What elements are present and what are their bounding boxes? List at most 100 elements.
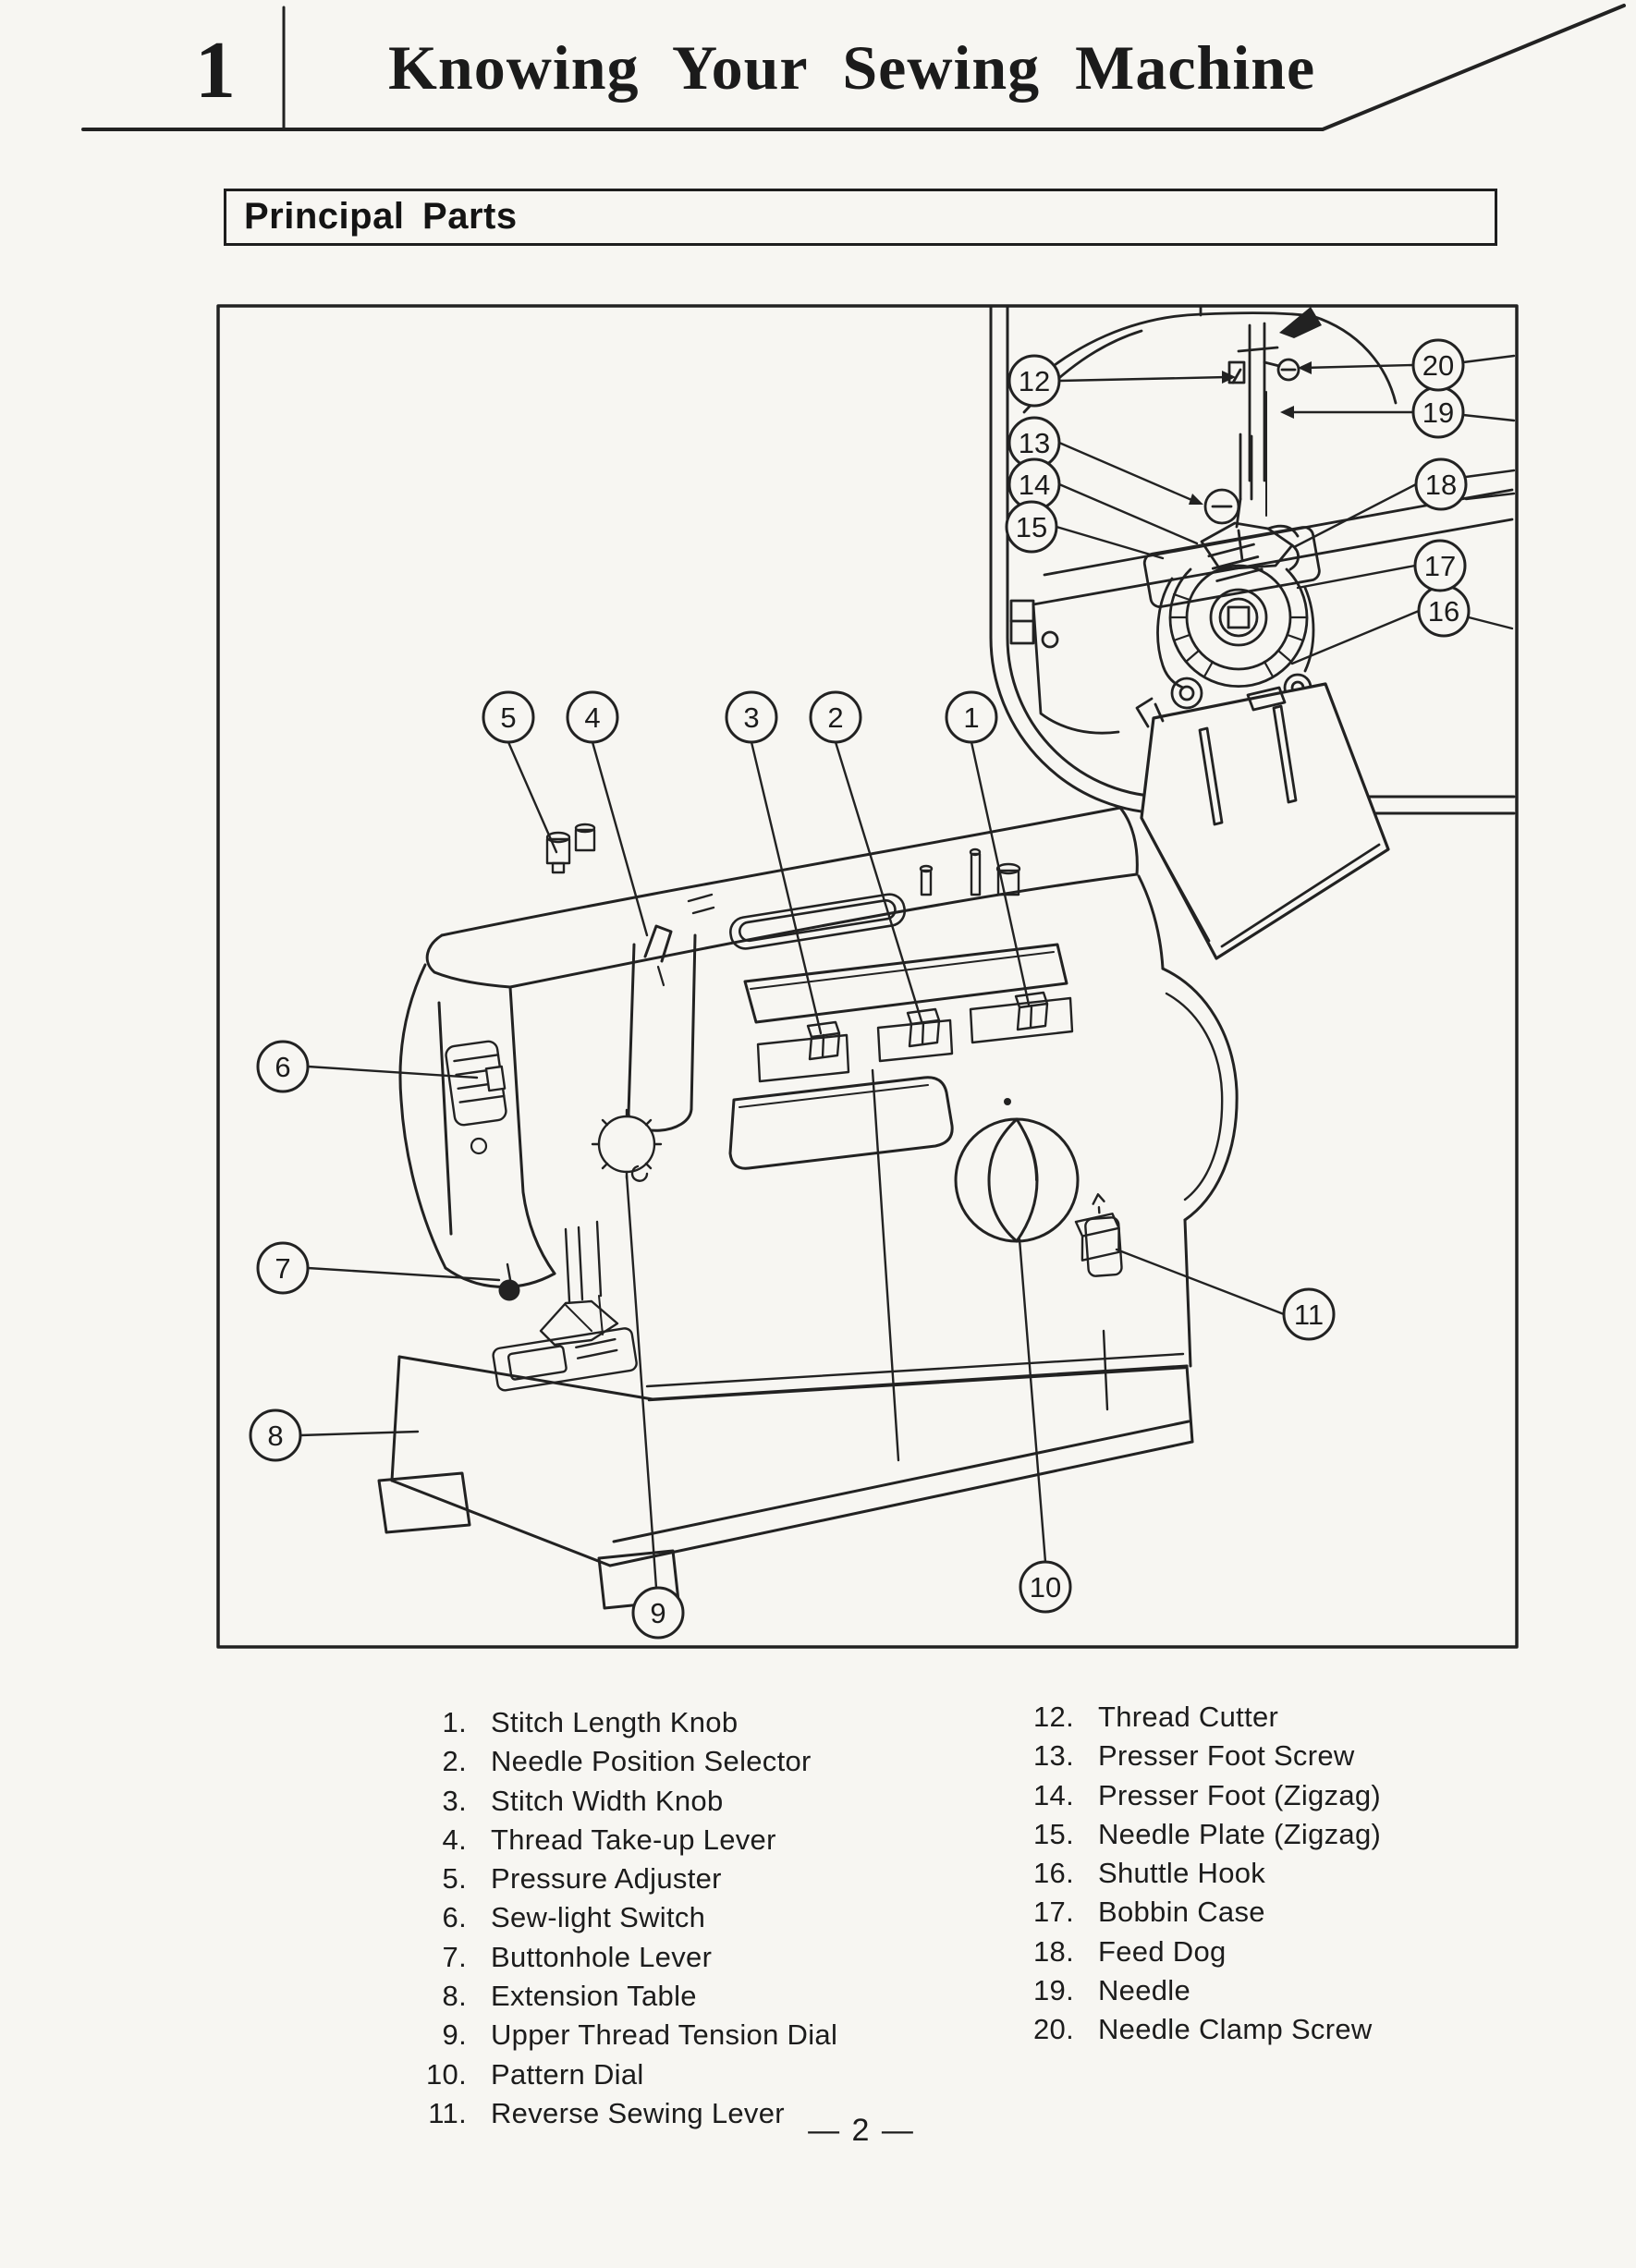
part-number: 4. bbox=[442, 1823, 467, 1856]
part-number: 14. bbox=[1033, 1778, 1074, 1811]
callout-number: 9 bbox=[650, 1597, 665, 1629]
callout-16: 16 bbox=[1417, 584, 1471, 638]
callout-11: 11 bbox=[1282, 1287, 1336, 1341]
callout-8: 8 bbox=[249, 1408, 302, 1462]
spool-pins-part bbox=[919, 847, 1021, 896]
part-number: 12. bbox=[1033, 1701, 1074, 1733]
callout-number: 8 bbox=[267, 1420, 283, 1452]
needle-plate-part bbox=[1142, 526, 1321, 608]
callout-number: 1 bbox=[963, 701, 979, 734]
tension-dial-part bbox=[591, 1108, 663, 1182]
callout-12: 12 bbox=[1007, 354, 1061, 408]
part-number: 1. bbox=[442, 1706, 467, 1738]
callout-17: 17 bbox=[1413, 539, 1467, 592]
part-label: Reverse Sewing Lever bbox=[491, 2096, 785, 2129]
thread-takeup-mark bbox=[1279, 307, 1322, 338]
part-number: 9. bbox=[442, 2018, 467, 2052]
buttonhole-lever-part bbox=[498, 1279, 520, 1301]
page-title: Knowing Your Sewing Machine bbox=[388, 32, 1316, 103]
callout-15: 15 bbox=[1005, 500, 1058, 554]
part-number: 15. bbox=[1033, 1817, 1074, 1850]
part-number: 2. bbox=[442, 1745, 467, 1778]
feed-dog-part bbox=[1207, 543, 1264, 582]
part-number: 8. bbox=[442, 1980, 467, 2013]
stitch-length-knob-part bbox=[969, 991, 1074, 1044]
part-row: 14. Presser Foot (Zigzag) bbox=[943, 1779, 1381, 1818]
leader-lines bbox=[299, 354, 1516, 1590]
part-row: 9.Upper Thread Tension Dial bbox=[314, 2018, 837, 2057]
callout-number: 5 bbox=[500, 701, 516, 734]
callout-number: 17 bbox=[1424, 550, 1456, 582]
part-label: Thread Cutter bbox=[1098, 1701, 1279, 1733]
part-row: 15. Needle Plate (Zigzag) bbox=[943, 1818, 1381, 1857]
callout-5: 5 bbox=[482, 690, 535, 744]
part-label: Pressure Adjuster bbox=[491, 1862, 722, 1896]
part-label: Extension Table bbox=[491, 1980, 697, 2013]
part-label: Presser Foot (Zigzag) bbox=[1098, 1778, 1382, 1811]
callout-7: 7 bbox=[256, 1241, 310, 1295]
part-label: Needle Clamp Screw bbox=[1098, 2013, 1373, 2046]
part-row: 10. Pattern Dial bbox=[314, 2058, 837, 2097]
part-row: 5. Pressure Adjuster bbox=[314, 1862, 837, 1901]
part-number: 6. bbox=[442, 1901, 467, 1934]
inset-needle-area-drawing bbox=[1009, 304, 1514, 960]
callouts: 1 2 3 4 5 6 7 8 9 10 11 12 13 14 15 16 1… bbox=[249, 338, 1471, 1640]
callout-20: 20 bbox=[1411, 338, 1465, 392]
part-label: Presser Foot Screw bbox=[1098, 1739, 1355, 1773]
parts-list-left: 1. Stitch Length Knob 2.Needle Position S… bbox=[314, 1706, 837, 2136]
callout-19: 19 bbox=[1411, 385, 1465, 439]
part-row: 17.Bobbin Case bbox=[943, 1896, 1381, 1934]
callout-2: 2 bbox=[809, 690, 862, 744]
pressure-adjuster-part bbox=[545, 823, 596, 874]
callout-number: 12 bbox=[1019, 365, 1050, 397]
callout-number: 4 bbox=[584, 701, 600, 734]
callout-1: 1 bbox=[945, 690, 998, 744]
callout-number: 2 bbox=[827, 701, 843, 734]
part-label: Stitch Length Knob bbox=[491, 1706, 739, 1738]
section-title: Principal Parts bbox=[244, 196, 518, 237]
callout-number: 7 bbox=[275, 1252, 290, 1285]
part-number: 18. bbox=[1033, 1934, 1074, 1968]
callout-number: 19 bbox=[1422, 396, 1454, 429]
callout-number: 18 bbox=[1425, 469, 1457, 501]
sew-light-switch-part bbox=[445, 1040, 507, 1127]
part-label: Needle Plate (Zigzag) bbox=[1098, 1817, 1382, 1850]
part-row: 20. Needle Clamp Screw bbox=[943, 2013, 1381, 2052]
extension-table-part bbox=[377, 1355, 1194, 1610]
part-number: 5. bbox=[442, 1862, 467, 1896]
part-row: 12. Thread Cutter bbox=[943, 1701, 1381, 1739]
part-row: 2.Needle Position Selector bbox=[314, 1745, 837, 1784]
header-rule bbox=[81, 4, 1626, 131]
part-label: Stitch Width Knob bbox=[491, 1784, 724, 1817]
part-number: 17. bbox=[1033, 1896, 1074, 1929]
callout-3: 3 bbox=[725, 690, 778, 744]
callout-number: 10 bbox=[1030, 1571, 1061, 1603]
callout-number: 11 bbox=[1294, 1299, 1324, 1331]
part-row: 7.Buttonhole Lever bbox=[314, 1941, 837, 1980]
callout-number: 20 bbox=[1422, 349, 1454, 382]
part-row: 13.Presser Foot Screw bbox=[943, 1739, 1381, 1778]
callout-18: 18 bbox=[1414, 457, 1468, 511]
chapter-number: 1 bbox=[195, 26, 236, 116]
part-number: 20. bbox=[1033, 2013, 1074, 2046]
handwheel-part bbox=[1161, 967, 1239, 1222]
section-header-box bbox=[224, 189, 1497, 246]
needle-clamp-screw-part bbox=[1276, 358, 1300, 382]
thread-takeup-lever-part bbox=[627, 924, 697, 1132]
part-row: 4.Thread Take-up Lever bbox=[314, 1823, 837, 1862]
callout-number: 15 bbox=[1016, 511, 1047, 543]
callout-9: 9 bbox=[631, 1586, 685, 1640]
part-label: Needle bbox=[1098, 1974, 1191, 2007]
figure-box bbox=[216, 304, 1519, 1649]
stitch-width-knob-part bbox=[756, 1020, 850, 1083]
part-label: Pattern Dial bbox=[491, 2057, 644, 2091]
needle-position-selector-part bbox=[876, 1007, 954, 1063]
callout-number: 16 bbox=[1428, 595, 1459, 628]
part-row: 6. Sew-light Switch bbox=[314, 1901, 837, 1940]
part-number: 10. bbox=[426, 2057, 467, 2091]
part-row: 11.Reverse Sewing Lever bbox=[314, 2097, 837, 2136]
shuttle-hook-part bbox=[1156, 564, 1315, 710]
part-label: Sew-light Switch bbox=[491, 1901, 706, 1934]
